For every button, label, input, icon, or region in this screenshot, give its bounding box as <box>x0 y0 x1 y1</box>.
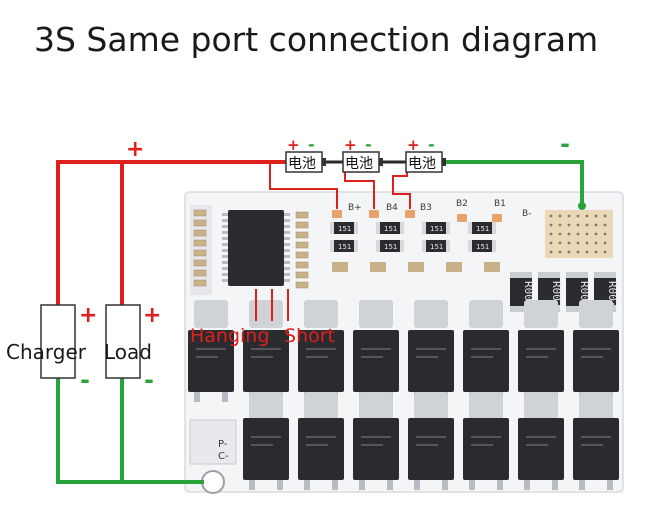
battery-cells: 电池+-电池+-电池+- <box>285 135 446 173</box>
load-label: Load <box>104 340 152 364</box>
pad-label: B- <box>522 209 531 219</box>
cell-label: 电池 <box>345 156 373 172</box>
charger-label: Charger <box>6 340 87 364</box>
cell-plus-sign: + <box>344 136 357 154</box>
smd-components-left <box>193 209 309 289</box>
mosfet <box>463 300 509 402</box>
balance-pads <box>332 210 502 222</box>
cell-plus-sign: + <box>287 136 300 154</box>
pad-label: B+ <box>348 203 362 213</box>
smd-mark: 151 <box>338 225 351 233</box>
mosfet <box>353 300 399 402</box>
battery-cell: 电池 +- <box>405 135 446 173</box>
charger-minus: - <box>80 366 90 394</box>
cell-minus-sign: - <box>365 135 372 154</box>
mosfet <box>298 300 344 402</box>
bms-ic-chip <box>228 210 284 286</box>
mosfet-array <box>188 300 619 490</box>
cell-minus-sign: - <box>308 135 315 154</box>
mosfet <box>463 392 509 490</box>
load-box: Load + - <box>104 303 161 394</box>
cell-minus-sign: - <box>428 135 435 154</box>
pad-label: B3 <box>420 203 432 213</box>
mosfet <box>573 392 619 490</box>
battery-cell: 电池 +- <box>285 135 326 173</box>
mosfet <box>298 392 344 490</box>
smd-mark: 151 <box>384 243 397 251</box>
cell-label: 电池 <box>408 156 436 172</box>
load-minus: - <box>144 366 154 394</box>
pad-label: B4 <box>386 203 398 213</box>
mosfet <box>518 300 564 402</box>
top-wire-plus: + <box>126 137 144 162</box>
top-wire-minus: - <box>560 130 570 158</box>
c-minus-solder-pad <box>201 470 225 494</box>
mosfet <box>408 392 454 490</box>
mosfet <box>573 300 619 402</box>
page-title: 3S Same port connection diagram <box>34 20 599 59</box>
cell-label: 电池 <box>288 156 316 172</box>
smd-mark: 151 <box>476 243 489 251</box>
pad-label: B1 <box>494 199 506 209</box>
wiring <box>56 160 586 484</box>
pad-labels: B+ B4 B3 B2 B1B- P-C- <box>218 199 531 462</box>
smd-mark: 151 <box>384 225 397 233</box>
mosfet <box>243 300 289 402</box>
charger-box: Charger + - <box>6 303 97 394</box>
side-pad-label: P- <box>218 439 228 450</box>
hanging-label: Hanging <box>190 325 269 347</box>
short-label: Short <box>284 325 335 347</box>
mosfet <box>353 392 399 490</box>
cell-plus-sign: + <box>407 136 420 154</box>
smd-mark: 151 <box>476 225 489 233</box>
side-pad-label: C- <box>218 451 229 462</box>
load-plus: + <box>143 303 161 328</box>
positive-wire-top <box>56 160 288 307</box>
battery-cell: 电池 +- <box>342 135 383 173</box>
ic-pins <box>222 213 290 282</box>
charger-negative-wire <box>56 376 204 484</box>
smd-mark: 151 <box>338 243 351 251</box>
mosfet <box>188 300 234 402</box>
pad-label: B2 <box>456 199 468 209</box>
smd-mark: 151 <box>430 243 443 251</box>
mosfet <box>243 392 289 490</box>
smd-mark: 151 <box>430 225 443 233</box>
smd-resistor-row: 151 151 151 151 151 151 151 151 <box>330 222 500 272</box>
charger-plus: + <box>79 303 97 328</box>
via-grid <box>549 214 607 254</box>
mosfet <box>408 300 454 402</box>
negative-wire-top <box>442 160 584 207</box>
mosfet <box>518 392 564 490</box>
